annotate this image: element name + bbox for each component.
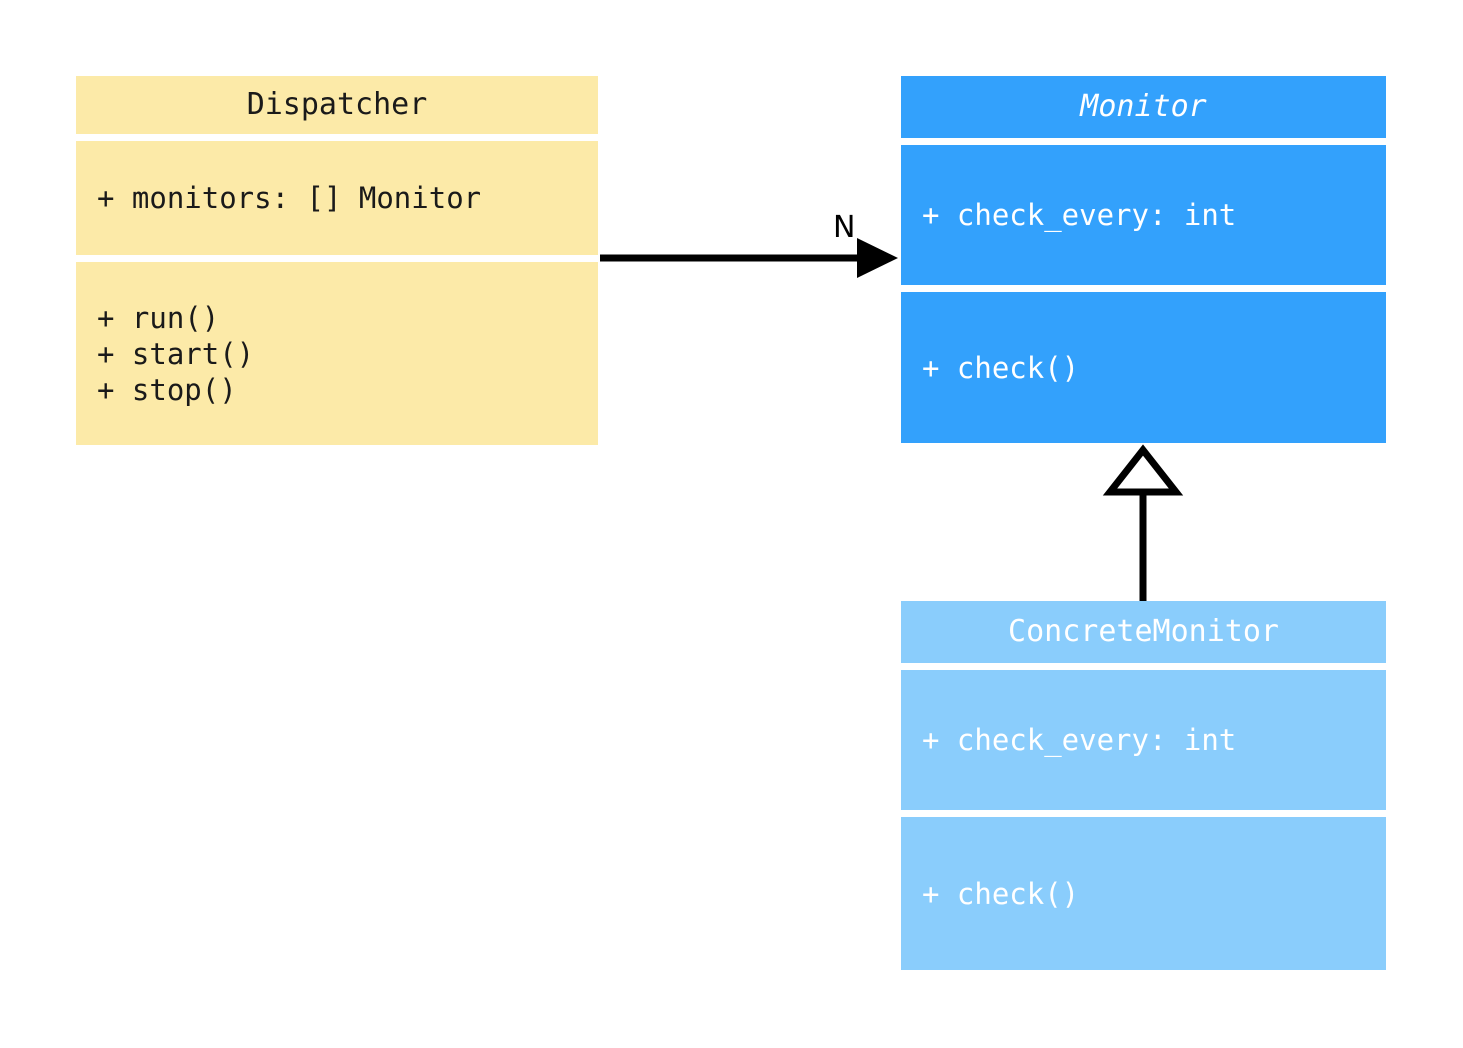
- class-title-compartment-monitor: Monitor: [901, 76, 1386, 138]
- hollow-triangle-arrowhead-icon: [1102, 444, 1184, 496]
- operation-run: + run(): [97, 300, 220, 335]
- class-attributes-compartment-concrete-monitor: + check_every: int: [901, 670, 1386, 810]
- filled-triangle-arrowhead-icon: [857, 238, 898, 278]
- class-name-concrete-monitor: ConcreteMonitor: [1008, 614, 1279, 650]
- class-box-dispatcher[interactable]: Dispatcher + monitors: [] Monitor + run(…: [76, 76, 598, 445]
- class-attributes-compartment-dispatcher: + monitors: [] Monitor: [76, 141, 598, 255]
- class-attributes-compartment-monitor: + check_every: int: [901, 145, 1386, 285]
- class-operations-compartment-monitor: + check(): [901, 292, 1386, 443]
- operation-stop: + stop(): [97, 372, 237, 407]
- class-box-concrete-monitor[interactable]: ConcreteMonitor + check_every: int + che…: [901, 601, 1386, 970]
- generalization-concrete-monitor-to-monitor: [1102, 444, 1184, 601]
- class-name-dispatcher: Dispatcher: [246, 87, 428, 123]
- attribute-check-every: + check_every: int: [922, 198, 1237, 232]
- attribute-monitors: + monitors: [] Monitor: [97, 181, 482, 215]
- class-operations-compartment-dispatcher: + run() + start() + stop(): [76, 262, 598, 445]
- class-operations-compartment-concrete-monitor: + check(): [901, 817, 1386, 970]
- class-name-monitor: Monitor: [1080, 89, 1207, 125]
- class-box-monitor[interactable]: Monitor + check_every: int + check(): [901, 76, 1386, 443]
- operation-start: + start(): [97, 336, 255, 371]
- class-title-compartment-dispatcher: Dispatcher: [76, 76, 598, 134]
- class-title-compartment-concrete-monitor: ConcreteMonitor: [901, 601, 1386, 663]
- attribute-check-every: + check_every: int: [922, 723, 1237, 757]
- multiplicity-label-n: N: [833, 210, 856, 245]
- operation-check: + check(): [922, 876, 1080, 911]
- operation-check: + check(): [922, 350, 1080, 385]
